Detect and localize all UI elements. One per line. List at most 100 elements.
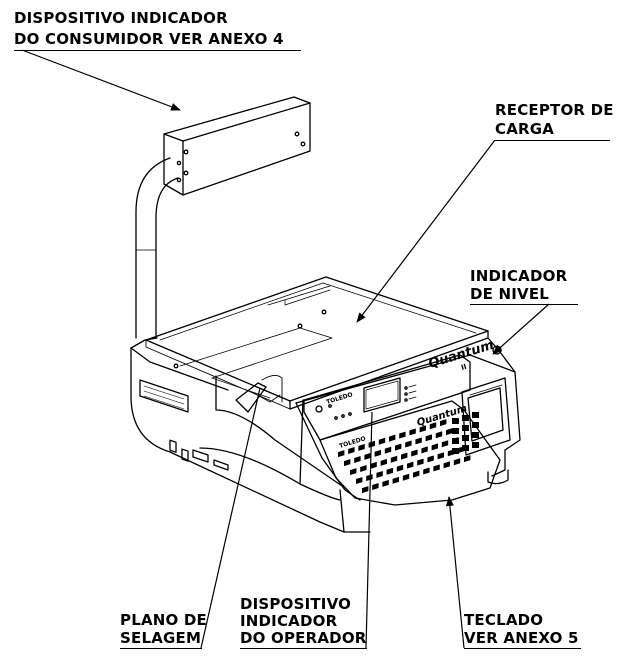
- leader-keyboard: [445, 496, 465, 649]
- load-platter: [145, 276, 489, 410]
- label-sealing-plane-line1: PLANO DE: [120, 611, 207, 629]
- numeric-key: [452, 448, 459, 454]
- underline-sealing-plane: [120, 648, 202, 649]
- keyboard-key: [415, 437, 422, 445]
- keyboard-key: [390, 455, 398, 463]
- keyboard-key: [338, 450, 345, 458]
- keyboard-key: [358, 443, 365, 451]
- keyboard-key: [356, 477, 363, 485]
- leader-operator-display: [365, 411, 373, 649]
- keyboard-key: [433, 464, 440, 472]
- numeric-key: [452, 418, 459, 424]
- keyboard-key: [362, 486, 369, 494]
- keyboard-key: [354, 456, 361, 464]
- numeric-key: [472, 412, 479, 418]
- keyboard-key: [386, 467, 394, 475]
- keyboard-key: [413, 470, 420, 478]
- underline-keyboard: [464, 648, 581, 649]
- keyboard-key: [446, 428, 453, 436]
- label-keyboard-line2: VER ANEXO 5: [464, 629, 579, 647]
- rear-connectors: [169, 439, 229, 471]
- underline-load-receptor: [495, 140, 610, 141]
- consumer-display-box: [163, 96, 311, 196]
- keyboard-key: [431, 443, 439, 451]
- keyboard-key: [425, 434, 433, 442]
- label-consumer-display-line2: DO CONSUMIDOR VER ANEXO 4: [14, 30, 284, 48]
- keyboard-key: [423, 467, 430, 475]
- leader-sealing-plane: [200, 387, 261, 649]
- leader-consumer-display: [21, 49, 181, 111]
- label-level-indicator-line1: INDICADOR: [470, 267, 568, 285]
- keyboard-key: [384, 446, 392, 454]
- keyboard-key: [399, 431, 406, 439]
- label-consumer-display-line1: DISPOSITIVO INDICADOR: [14, 9, 228, 27]
- keyboard-key: [374, 449, 382, 457]
- label-sealing-plane-line2: SELAGEM: [120, 629, 202, 647]
- keyboard-key: [409, 428, 416, 436]
- keyboard-key: [376, 470, 383, 478]
- label-level-indicator-line2: DE NIVEL: [470, 285, 550, 303]
- numeric-key: [452, 428, 459, 434]
- keyboard-key: [429, 422, 437, 430]
- label-load-receptor-line1: RECEPTOR DE: [495, 101, 614, 119]
- keyboard-key: [405, 440, 412, 448]
- leader-level-indicator: [492, 303, 550, 355]
- keyboard-key: [435, 431, 443, 439]
- keyboard-key: [378, 437, 386, 445]
- numeric-key: [472, 432, 479, 438]
- scale-body: [130, 337, 371, 533]
- label-load-receptor-line2: CARGA: [495, 120, 555, 138]
- numeric-key: [472, 442, 479, 448]
- keyboard-key: [421, 446, 428, 454]
- label-keyboard-line1: TECLADO: [464, 611, 544, 629]
- numeric-key: [462, 425, 469, 431]
- keyboard-key: [368, 440, 376, 448]
- keyboard-keys: [338, 412, 479, 494]
- display-pole: [135, 157, 179, 339]
- numeric-key: [472, 422, 479, 428]
- numeric-key: [462, 435, 469, 441]
- keyboard-key: [396, 464, 404, 472]
- keyboard-key: [395, 443, 402, 451]
- keyboard-key: [411, 449, 418, 457]
- keyboard-key: [364, 452, 371, 460]
- keyboard-key: [407, 461, 414, 469]
- keyboard-key: [464, 455, 471, 463]
- keyboard-key: [453, 458, 461, 466]
- keyboard-key: [437, 452, 445, 460]
- keyboard-key: [366, 474, 373, 482]
- underline-level-indicator: [470, 304, 578, 305]
- keyboard-key: [401, 452, 408, 460]
- keyboard-key: [344, 459, 351, 467]
- keyboard-key: [372, 483, 379, 491]
- underline-operator-display: [240, 648, 367, 649]
- keyboard-key: [417, 458, 424, 466]
- keyboard-key: [370, 461, 377, 469]
- keyboard-key: [350, 468, 357, 476]
- keyboard-key: [441, 440, 449, 448]
- keyboard-key: [348, 446, 355, 454]
- keyboard-key: [389, 434, 396, 442]
- label-operator-display-line2: INDICADOR: [240, 612, 338, 630]
- keyboard-key: [392, 476, 400, 484]
- keyboard-key: [382, 479, 389, 487]
- keyboard-key: [360, 465, 367, 472]
- numeric-key: [462, 415, 469, 421]
- printer: [461, 377, 511, 456]
- keyboard-key: [443, 461, 451, 469]
- keyboard-key: [402, 473, 410, 481]
- label-operator-display-line3: DO OPERADOR: [240, 629, 367, 647]
- keyboard-key: [419, 425, 427, 433]
- keyboard-key: [380, 458, 388, 466]
- leader-load-receptor: [356, 139, 496, 323]
- label-operator-display-line1: DISPOSITIVO: [240, 595, 352, 613]
- keyboard-key: [440, 419, 447, 427]
- numeric-key: [452, 438, 459, 444]
- keyboard: [319, 400, 501, 506]
- data-plate: [139, 379, 189, 413]
- model-mark: II: [460, 363, 467, 372]
- numeric-key: [462, 445, 469, 451]
- underline-consumer-display: [14, 50, 301, 51]
